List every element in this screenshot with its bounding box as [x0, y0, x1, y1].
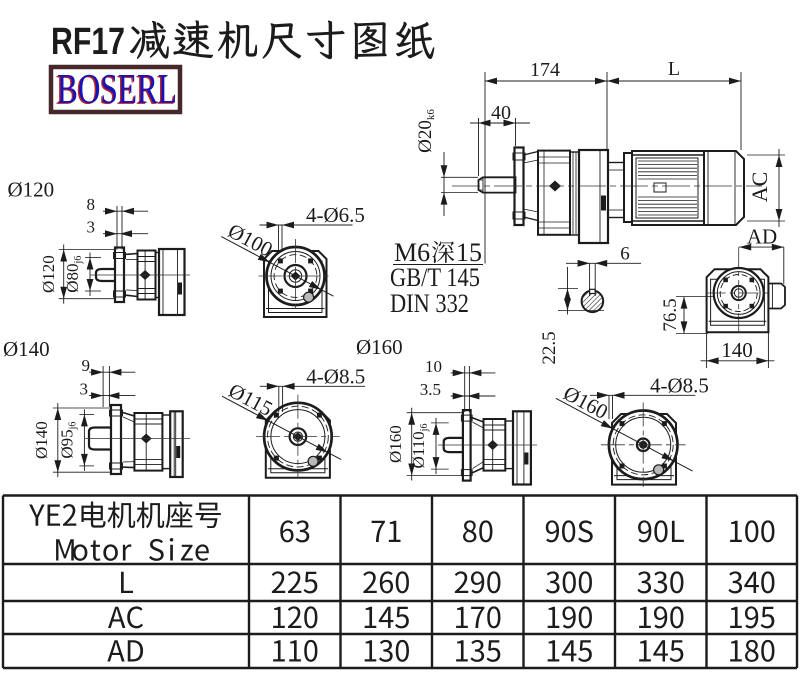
svg-text:76.5: 76.5: [660, 298, 681, 331]
svg-text:Ø160: Ø160: [386, 425, 405, 463]
svg-text:40: 40: [491, 102, 511, 124]
svg-text:4-Ø8.5: 4-Ø8.5: [306, 364, 365, 388]
svg-text:9: 9: [82, 356, 91, 375]
svg-text:4-Ø6.5: 4-Ø6.5: [306, 203, 365, 227]
svg-text:RF17: RF17: [51, 21, 125, 63]
svg-text:BOSERL: BOSERL: [57, 67, 177, 113]
svg-text:22.5: 22.5: [539, 331, 560, 364]
svg-text:Ø120: Ø120: [39, 255, 58, 293]
svg-text:8: 8: [87, 195, 96, 214]
svg-text:3: 3: [80, 380, 89, 399]
svg-text:DIN 332: DIN 332: [390, 289, 469, 318]
svg-text:6: 6: [620, 244, 630, 265]
svg-text:AD: AD: [747, 225, 777, 249]
svg-text:Ø160: Ø160: [356, 335, 403, 359]
svg-text:140: 140: [721, 338, 753, 362]
svg-text:Ø140: Ø140: [3, 337, 50, 361]
svg-text:3.5: 3.5: [420, 380, 441, 399]
svg-text:4-Ø8.5: 4-Ø8.5: [650, 373, 709, 397]
svg-text:10: 10: [425, 357, 442, 376]
svg-text:3: 3: [87, 218, 96, 237]
svg-text:GB/T 145: GB/T 145: [390, 263, 480, 292]
svg-text:Ø120: Ø120: [8, 178, 55, 202]
svg-text:L: L: [668, 58, 680, 80]
svg-text:AC: AC: [747, 172, 772, 203]
svg-text:Ø140: Ø140: [32, 421, 51, 459]
svg-text:174: 174: [530, 59, 560, 81]
